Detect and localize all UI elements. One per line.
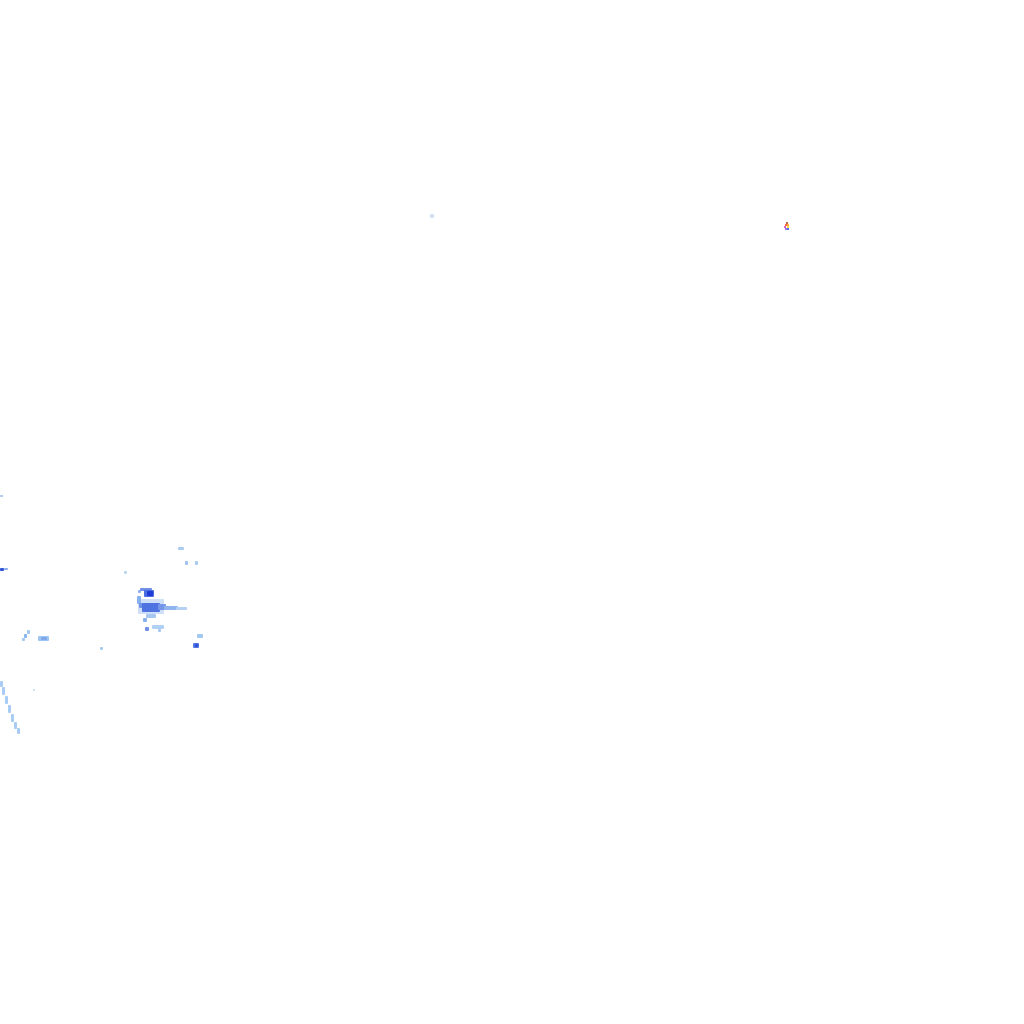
echo-diagonal-dash [27,630,30,634]
left-edge-echo-fade [4,568,8,570]
echo-speck-row [152,625,164,629]
storm-cell-pixel-yellow [787,226,789,228]
coast-line-segment [8,705,11,713]
faint-echo-speck [430,214,434,218]
coast-line-segment [5,696,8,704]
echo-cluster-under-light [146,614,156,618]
echo-cluster-hook-pixel [138,590,141,593]
echo-cluster-arc-left [137,596,141,604]
echo-speck [195,561,198,565]
echo-mark-light [197,634,203,638]
coast-line-segment [11,714,14,722]
storm-cell-pixel-orange [787,224,789,226]
storm-cell-pixel-blue [787,228,789,230]
echo-cluster-tail [164,606,178,610]
echo-blob-core [41,637,47,640]
storm-cell-pixel-magenta [784,226,786,228]
echo-dash [178,547,184,550]
echo-dot-strong [193,643,199,648]
echo-speck [143,618,147,622]
storm-cell-pixel-red [785,224,787,226]
coast-line-segment [17,728,20,734]
echo-dot [33,689,35,691]
left-edge-echo-dash [0,495,3,497]
echo-cluster-core-ring [144,590,154,597]
echo-cluster-hook-top [140,588,152,591]
echo-blob [38,636,49,641]
echo-cluster-halo [138,599,164,614]
coast-line-segment [0,681,3,687]
echo-diagonal-dash [22,638,25,641]
echo-dot-strong-core [195,644,198,647]
echo-cluster-dark-core [147,591,153,596]
echo-cluster-main-blob [142,603,160,612]
echo-diagonal-dash [24,634,27,638]
storm-cell-pixel-brown [786,222,788,224]
storm-cell-pixel-purple [785,228,787,230]
echo-dot [145,627,149,631]
echo-dot [100,647,103,650]
coast-line-segment [14,722,17,729]
echo-speck [185,561,188,565]
left-edge-echo-dark [0,568,4,571]
echo-speck [124,571,127,574]
coast-line-segment [2,687,5,695]
echo-dot [158,629,161,632]
echo-cluster-arc-lower [139,603,143,608]
echo-cluster-tail-end [176,607,187,610]
echo-cluster-blob-right [158,604,166,610]
